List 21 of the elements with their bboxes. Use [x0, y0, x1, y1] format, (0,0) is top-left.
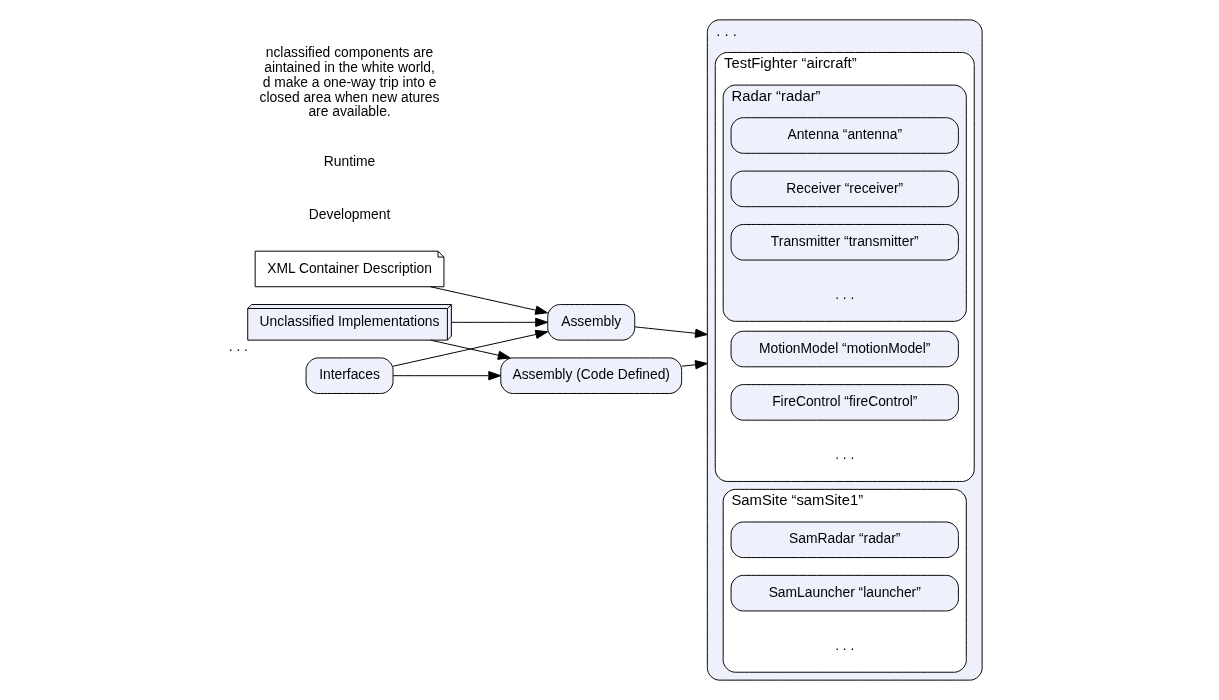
node-box: Transmitter “transmitter”: [730, 223, 959, 261]
arrow: [451, 317, 549, 327]
arrow: [430, 339, 511, 360]
node-box: SamRadar “radar”: [730, 521, 959, 559]
arrow: [392, 329, 549, 367]
arrow: [681, 360, 708, 370]
label: Runtime: [323, 152, 376, 169]
node-label: . . .: [228, 338, 248, 355]
label: Development: [308, 206, 391, 223]
node-box: SamLauncher “launcher”: [730, 574, 959, 612]
label: nclassified components are aintained in the white world, d make a one-way trip into e closed area when new atures are available.: [259, 44, 440, 120]
node-box: Assembly (Code Defined): [500, 357, 683, 394]
node-box: MotionModel “motionModel”: [730, 330, 959, 368]
node-box: Antenna “antenna”: [730, 117, 959, 154]
node-box: Interfaces: [305, 357, 394, 394]
arrow: [430, 286, 548, 315]
arrow: [392, 371, 502, 381]
node-box: Assembly: [547, 304, 636, 341]
node-box: Receiver “receiver”: [730, 170, 959, 208]
arrow: [634, 326, 708, 338]
node-box: FireControl “fireControl”: [730, 384, 959, 421]
